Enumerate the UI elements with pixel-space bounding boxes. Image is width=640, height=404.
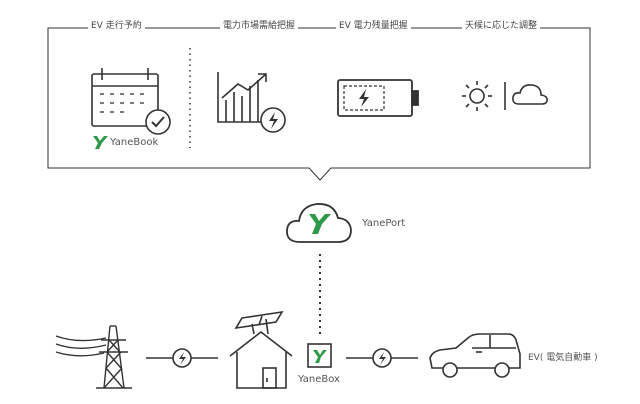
yaneport-label: YanePort xyxy=(362,218,406,229)
yanebox-label: YaneBox xyxy=(298,374,340,385)
bolt-connector-icon xyxy=(346,348,418,368)
yanebook-label: YaneBook xyxy=(110,137,159,148)
solar-house-icon xyxy=(229,310,293,389)
bolt-connector-icon xyxy=(146,348,218,368)
callout-label-ev-reservation: EV 走行予約 xyxy=(88,20,145,32)
market-chart-icon xyxy=(217,72,286,133)
callout-frame xyxy=(47,27,591,181)
power-tower-icon xyxy=(55,325,132,389)
callout-label-market: 電力市場需給把握 xyxy=(220,20,299,32)
sun-cloud-icon xyxy=(462,81,548,111)
calendar-check-icon xyxy=(91,68,171,135)
ev-label: EV( 電気自動車 ) xyxy=(528,353,598,363)
callout-label-weather: 天候に応じた調整 xyxy=(462,20,541,32)
ev-car-icon xyxy=(429,333,521,378)
battery-charge-icon xyxy=(337,79,419,117)
callout-label-battery: EV 電力残量把握 xyxy=(336,20,411,32)
yanebox-icon xyxy=(307,343,332,368)
cloud-y-logo-icon xyxy=(286,203,352,243)
yanebook-logo-icon xyxy=(93,136,108,149)
